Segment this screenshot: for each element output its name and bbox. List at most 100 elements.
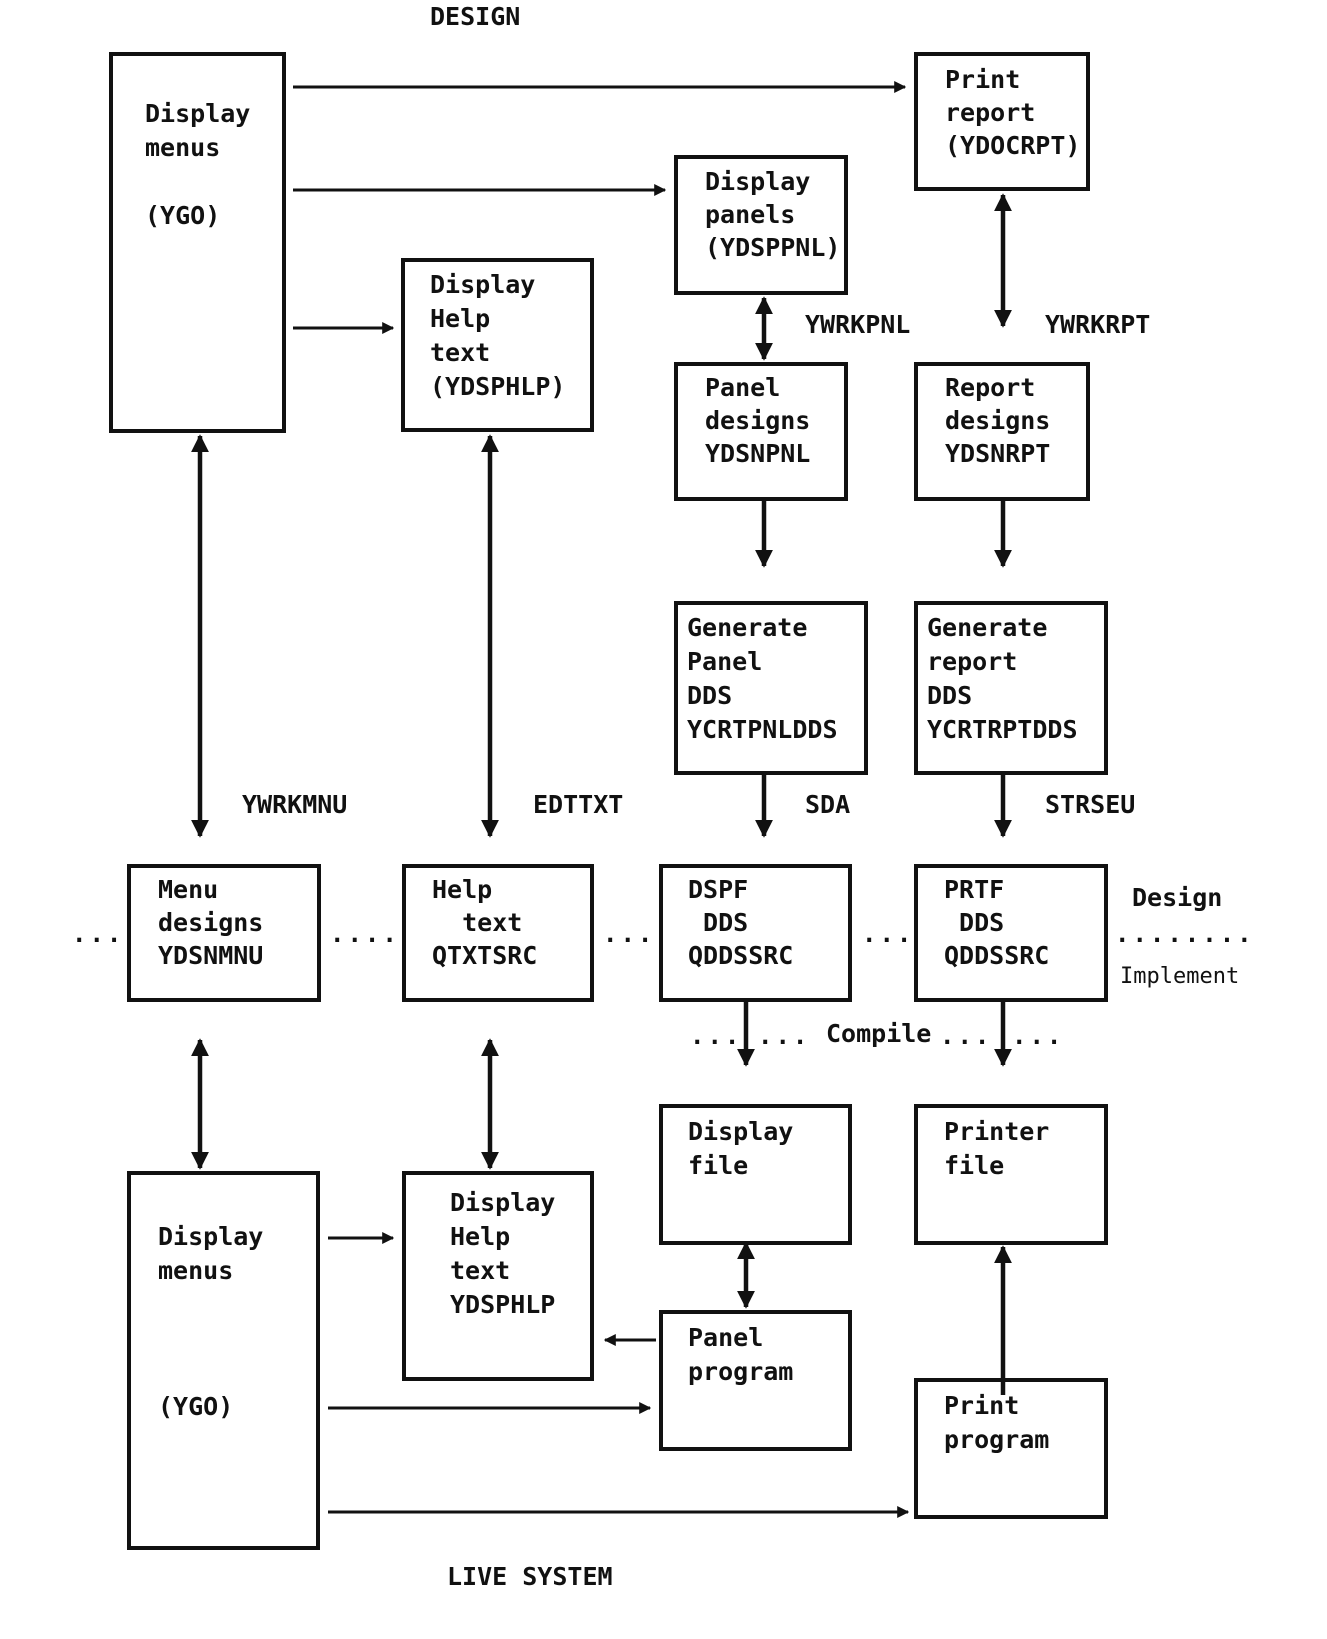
- label-ywrkmnu: YWRKMNU: [242, 790, 347, 819]
- node-label-line: designs: [945, 406, 1050, 435]
- node-box: [674, 601, 868, 775]
- compile-label: Compile: [826, 1019, 931, 1048]
- node-box: [659, 1104, 852, 1245]
- node-label-line: DDS: [688, 908, 748, 937]
- label-ywrkrpt: YWRKRPT: [1045, 310, 1150, 339]
- label-strseu: STRSEU: [1045, 790, 1135, 819]
- node-label-line: PRTF: [944, 875, 1004, 904]
- node-print-program: Print program: [914, 1378, 1108, 1519]
- node-box: [402, 864, 594, 1002]
- node-box: [127, 1171, 320, 1550]
- node-display-file: Display file: [659, 1104, 852, 1245]
- compile-dots-right-a: ...: [940, 1022, 992, 1050]
- node-label-line: report: [927, 647, 1017, 676]
- node-label-line: (YGO): [158, 1392, 233, 1421]
- phase-label-implement: Implement: [1120, 964, 1239, 989]
- node-label-line: Panel: [705, 373, 780, 402]
- node-label-line: (YDSPHLP): [430, 372, 565, 401]
- node-label-line: Generate: [687, 613, 807, 642]
- node-label-line: Printer: [944, 1117, 1049, 1146]
- node-label-line: menus: [158, 1256, 233, 1285]
- node-label-line: text: [450, 1256, 510, 1285]
- node-label-line: DDS: [927, 681, 972, 710]
- node-box: [914, 601, 1108, 775]
- node-label-line: Print: [945, 65, 1020, 94]
- node-label-line: YDSNPNL: [705, 439, 810, 468]
- node-label-line: file: [944, 1151, 1004, 1180]
- node-label-line: Display: [705, 167, 810, 196]
- node-printer-file: Printer file: [914, 1104, 1108, 1245]
- node-label-line: Display: [688, 1117, 793, 1146]
- node-label-line: DDS: [944, 908, 1004, 937]
- node-label-line: (YDSPPNL): [705, 233, 840, 262]
- label-ywrkpnl: YWRKPNL: [805, 310, 910, 339]
- node-label-line: YCRTRPTDDS: [927, 715, 1078, 744]
- node-box: [659, 864, 852, 1002]
- node-label-line: Print: [944, 1391, 1019, 1420]
- node-label-line: DSPF: [688, 875, 748, 904]
- node-label-line: QDDSSRC: [688, 941, 793, 970]
- node-box: [402, 1171, 594, 1381]
- node-label-line: DDS: [687, 681, 732, 710]
- node-label-line: text: [430, 338, 490, 367]
- node-label-line: designs: [705, 406, 810, 435]
- node-box: [109, 52, 286, 433]
- node-label-line: Display: [145, 99, 250, 128]
- label-edttxt: EDTTXT: [533, 790, 623, 819]
- node-box: [659, 1310, 852, 1451]
- node-label-line: panels: [705, 200, 795, 229]
- node-label-line: Generate: [927, 613, 1047, 642]
- node-label-line: QDDSSRC: [944, 941, 1049, 970]
- design-heading: DESIGN: [430, 2, 520, 31]
- dot-leader: ...: [72, 920, 124, 948]
- node-display-panels: Display panels (YDSPPNL): [674, 155, 848, 295]
- compile-dots-right-b: ...: [1012, 1022, 1064, 1050]
- node-box: [914, 864, 1108, 1002]
- node-label-line: (YGO): [145, 201, 220, 230]
- node-label-line: Display: [158, 1222, 263, 1251]
- node-label-line: program: [944, 1425, 1049, 1454]
- node-box: [914, 1104, 1108, 1245]
- node-label-line: YDSPHLP: [450, 1290, 555, 1319]
- node-label-line: menus: [145, 133, 220, 162]
- node-label-line: Display: [450, 1188, 555, 1217]
- node-label-line: YCRTPNLDDS: [687, 715, 838, 744]
- compile-dots-mid: ...: [758, 1022, 810, 1050]
- node-label-line: Help: [430, 304, 490, 333]
- node-label-line: file: [688, 1151, 748, 1180]
- node-display-menus-live: Display menus (YGO): [127, 1171, 320, 1550]
- connectors: [293, 81, 907, 334]
- node-label-line: Help: [450, 1222, 510, 1251]
- node-label-line: Report: [945, 373, 1035, 402]
- dot-leader: ...: [603, 920, 655, 948]
- node-label-line: YDSNMNU: [158, 941, 263, 970]
- node-box: [674, 155, 848, 295]
- node-box: [914, 362, 1090, 501]
- node-label-line: designs: [158, 908, 263, 937]
- node-box: [401, 258, 594, 432]
- live-system-heading: LIVE SYSTEM: [447, 1562, 613, 1591]
- node-label-line: YDSNRPT: [945, 439, 1050, 468]
- phase-separator: ........: [1115, 920, 1255, 948]
- node-label-line: Panel: [688, 1323, 763, 1352]
- dot-leader: ....: [330, 920, 400, 948]
- connectors-vertical: [191, 193, 1012, 1395]
- phase-label-design: Design: [1132, 883, 1222, 912]
- dot-leader: ...: [862, 920, 914, 948]
- node-box: [127, 864, 321, 1002]
- node-box: [674, 362, 848, 501]
- node-box: [914, 1378, 1108, 1519]
- node-label-line: Menu: [158, 875, 218, 904]
- node-label-line: QTXTSRC: [432, 941, 537, 970]
- node-dspf-dds: DSPF DDS QDDSSRC: [659, 864, 852, 1002]
